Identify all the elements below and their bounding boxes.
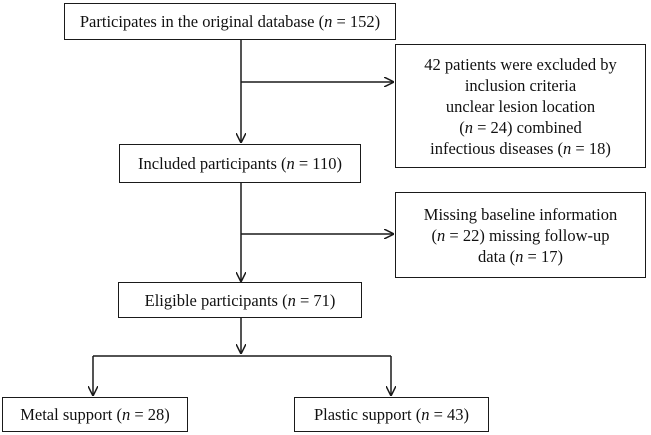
box-plastic-support: Plastic support (n = 43) — [294, 397, 489, 432]
box-missing-data: Missing baseline information (n = 22) mi… — [395, 192, 646, 278]
excluded1-line3: unclear lesion location — [445, 96, 596, 116]
excluded2-line2: (n = 22) missing follow-up — [431, 225, 610, 245]
box-metal-support: Metal support (n = 28) — [2, 397, 188, 432]
box-eligible-participants: Eligible participants (n = 71) — [118, 282, 362, 318]
metal-count: = 28) — [130, 405, 170, 424]
excluded1-line2: inclusion criteria — [464, 75, 577, 95]
eligible-n-symbol: n — [287, 290, 296, 310]
excluded1-line4: (n = 24) combined — [459, 117, 582, 137]
plastic-n-symbol: n — [421, 405, 430, 424]
metal-label: Metal support ( — [20, 405, 122, 424]
excluded2-line3: data (n = 17) — [478, 246, 563, 266]
excluded1-line5: infectious diseases (n = 18) — [430, 138, 611, 158]
original-count: = 152) — [332, 12, 381, 31]
box-included-participants: Included participants (n = 110) — [119, 144, 361, 183]
plastic-count: = 43) — [429, 405, 470, 424]
metal-n-symbol: n — [121, 405, 131, 424]
plastic-label: Plastic support ( — [313, 405, 422, 424]
eligible-count: = 71) — [295, 290, 336, 310]
original-label: Participates in the original database ( — [79, 12, 325, 31]
original-n-symbol: n — [324, 12, 333, 31]
box-original-database: Participates in the original database (n… — [64, 3, 396, 40]
included-count: = 110) — [294, 154, 342, 173]
included-n-symbol: n — [286, 154, 295, 173]
excluded2-line1: Missing baseline information — [423, 204, 618, 224]
included-label: Included participants ( — [138, 154, 287, 173]
eligible-label: Eligible participants ( — [144, 290, 288, 310]
excluded1-line1: 42 patients were excluded by — [424, 54, 617, 74]
box-excluded-inclusion-criteria: 42 patients were excluded by inclusion c… — [395, 44, 646, 168]
